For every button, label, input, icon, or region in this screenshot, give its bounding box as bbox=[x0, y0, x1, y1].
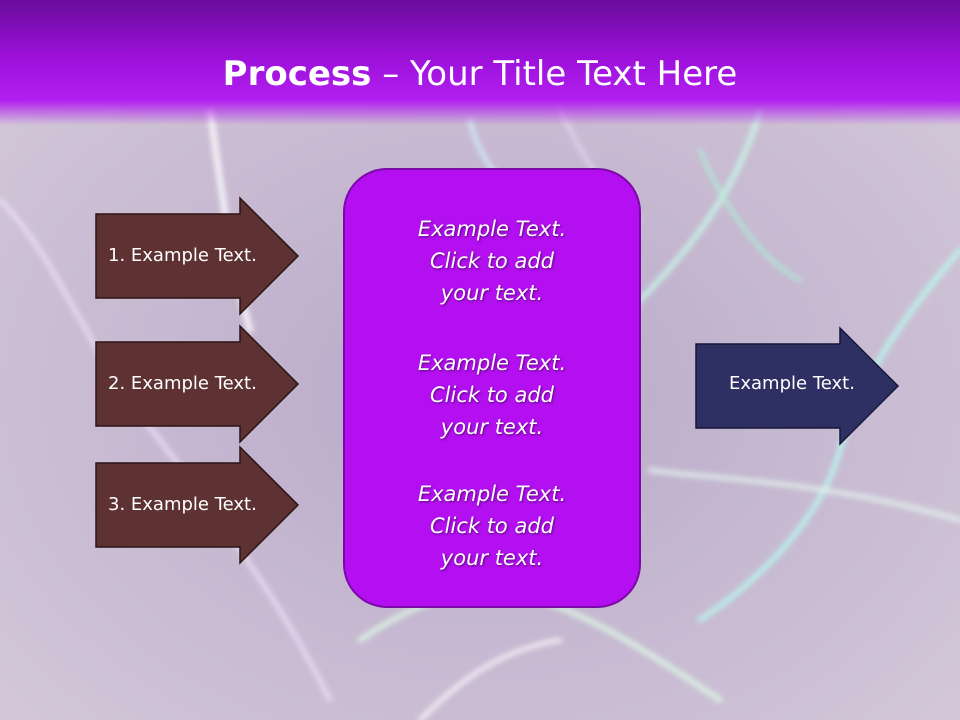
right-arrow[interactable] bbox=[695, 326, 900, 446]
left-arrow-3[interactable] bbox=[95, 445, 300, 565]
center-text-block-3[interactable]: Example Text. Click to add your text. bbox=[417, 482, 567, 570]
center-text-block-2[interactable]: Example Text. Click to add your text. bbox=[417, 351, 567, 439]
title-banner bbox=[0, 0, 960, 125]
title-rest: Your Title Text Here bbox=[410, 54, 738, 94]
left-arrow-3-label: 3. Example Text. bbox=[108, 494, 257, 515]
left-arrow-2[interactable] bbox=[95, 324, 300, 444]
left-arrow-1[interactable] bbox=[95, 196, 300, 316]
left-arrow-1-label: 1. Example Text. bbox=[108, 245, 257, 266]
title-bold-part: Process bbox=[222, 54, 372, 94]
slide-title: Process – Your Title Text Here bbox=[0, 52, 960, 96]
right-arrow-label: Example Text. bbox=[729, 373, 855, 394]
center-text-block-1[interactable]: Example Text. Click to add your text. bbox=[417, 217, 567, 305]
left-arrow-2-label: 2. Example Text. bbox=[108, 373, 257, 394]
title-dash: – bbox=[371, 54, 411, 94]
center-process-box[interactable] bbox=[343, 168, 641, 608]
